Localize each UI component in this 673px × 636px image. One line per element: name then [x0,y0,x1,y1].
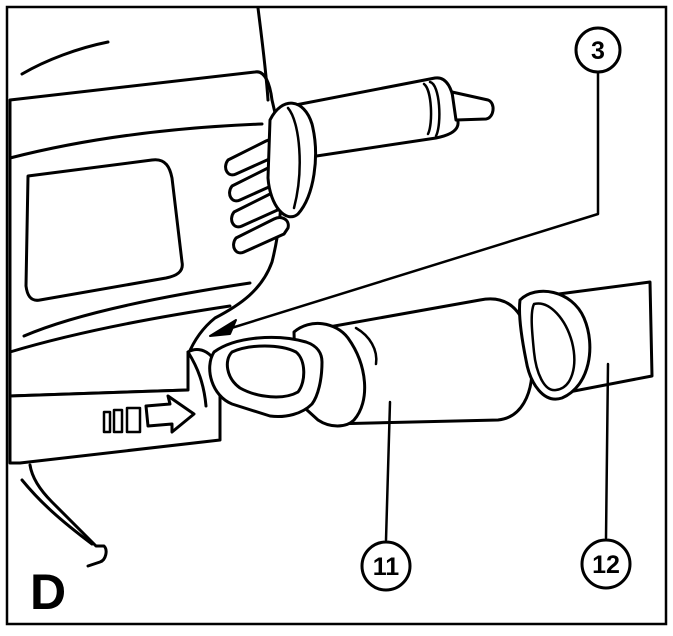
callout-12-label: 12 [592,551,620,579]
grip-collar [266,101,318,219]
callout-12: 12 [580,538,632,590]
rear-tube [518,280,654,401]
stand-leg [20,463,108,568]
callout-11-label: 11 [373,553,400,581]
scooter-body [8,6,284,398]
callout-leader-11 [384,400,392,542]
callout-leader-12 [604,362,610,540]
callout-leader-3 [209,70,600,337]
side-recess-panel [24,158,184,302]
panel-letter: D [30,564,66,620]
exhaust-pipe [208,297,534,428]
callout-3-label: 3 [591,37,605,65]
direction-arrow-icon [102,394,196,434]
handlebar-grip [278,76,495,162]
callout-11: 11 [360,540,412,592]
callout-3: 3 [574,26,622,74]
figure-border [5,5,668,626]
